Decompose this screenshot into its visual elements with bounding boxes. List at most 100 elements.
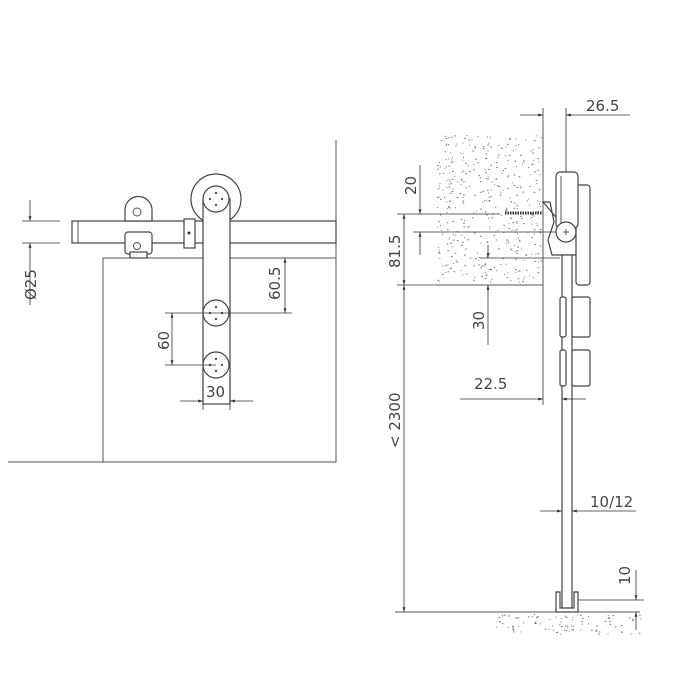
speckle [449,152,451,154]
speckle [506,187,509,189]
speckle [438,252,441,254]
speckle [614,626,617,628]
speckle [608,617,610,619]
speckle [607,614,609,616]
speckle [632,618,634,620]
speckle [462,153,464,155]
speckle [462,170,465,172]
speckle [488,200,491,202]
speckle [510,201,512,203]
speckle [571,629,573,631]
speckle [439,225,441,227]
speckle [482,190,485,192]
speckle [534,622,536,624]
speckle [473,212,475,214]
speckle [439,185,440,187]
speckle [463,181,465,183]
speckle [463,157,464,158]
speckle [507,241,510,243]
speckle [580,614,582,616]
speckle [516,205,519,207]
speckle [485,200,487,202]
speckle [609,620,611,622]
speckle [462,241,464,243]
speckle [514,202,516,204]
speckle [516,617,519,619]
speckle [472,150,474,152]
speckle [503,224,505,226]
speckle [488,192,489,194]
speckle [532,152,534,154]
dim-door-overlap: 30 [470,311,488,330]
speckle [517,187,519,189]
speckle [475,210,477,212]
speckle [534,260,536,262]
speckle [449,172,451,174]
speckle [513,174,516,176]
speckle [460,179,462,181]
speckle [500,264,502,266]
dim-bolt-spacing: 60 [155,331,173,350]
speckle [538,147,540,149]
speckle [468,139,471,141]
speckle [518,617,520,618]
speckle [527,167,529,169]
speckle [595,630,597,632]
speckle [465,187,467,189]
speckle [442,265,444,267]
speckle [467,226,469,228]
speckle [485,172,487,174]
speckle [437,197,439,198]
speckle [451,159,453,161]
speckle [518,237,520,239]
speckle [446,180,448,182]
speckle [460,184,462,186]
speckle [506,176,508,178]
speckle [484,264,487,266]
speckle [462,159,464,161]
speckle [539,245,542,247]
speckle [484,272,487,274]
dim-rail-diameter: Ø25 [22,269,40,300]
speckle [519,185,521,187]
speckle [461,234,463,236]
speckle [444,135,447,137]
speckle [505,243,507,245]
speckle [451,179,454,180]
speckle [452,263,454,265]
speckle [531,253,533,255]
speckle [474,194,476,196]
speckle [464,254,466,256]
speckle [447,271,450,273]
speckle [469,257,472,259]
speckle [449,192,452,194]
speckle [515,258,517,260]
speckle [518,176,521,178]
speckle [514,244,516,246]
speckle [522,281,524,283]
speckle [439,258,441,259]
speckle [536,200,538,202]
speckle [454,135,456,137]
speckle [528,204,530,206]
speckle [517,278,520,280]
speckle [487,144,489,146]
speckle [490,189,492,191]
speckle [464,265,466,267]
speckle [628,617,631,619]
speckle [514,229,517,231]
speckle [621,625,623,626]
speckle [581,617,584,619]
speckle [452,188,454,190]
speckle [515,250,517,252]
speckle [446,222,448,224]
speckle [534,614,535,615]
speckle [509,138,511,140]
dim-floor-gap: 10 [616,566,634,585]
speckle [525,269,528,271]
speckle [487,176,489,178]
speckle [577,614,579,616]
speckle [471,217,474,219]
speckle [488,269,491,271]
speckle [502,189,504,191]
